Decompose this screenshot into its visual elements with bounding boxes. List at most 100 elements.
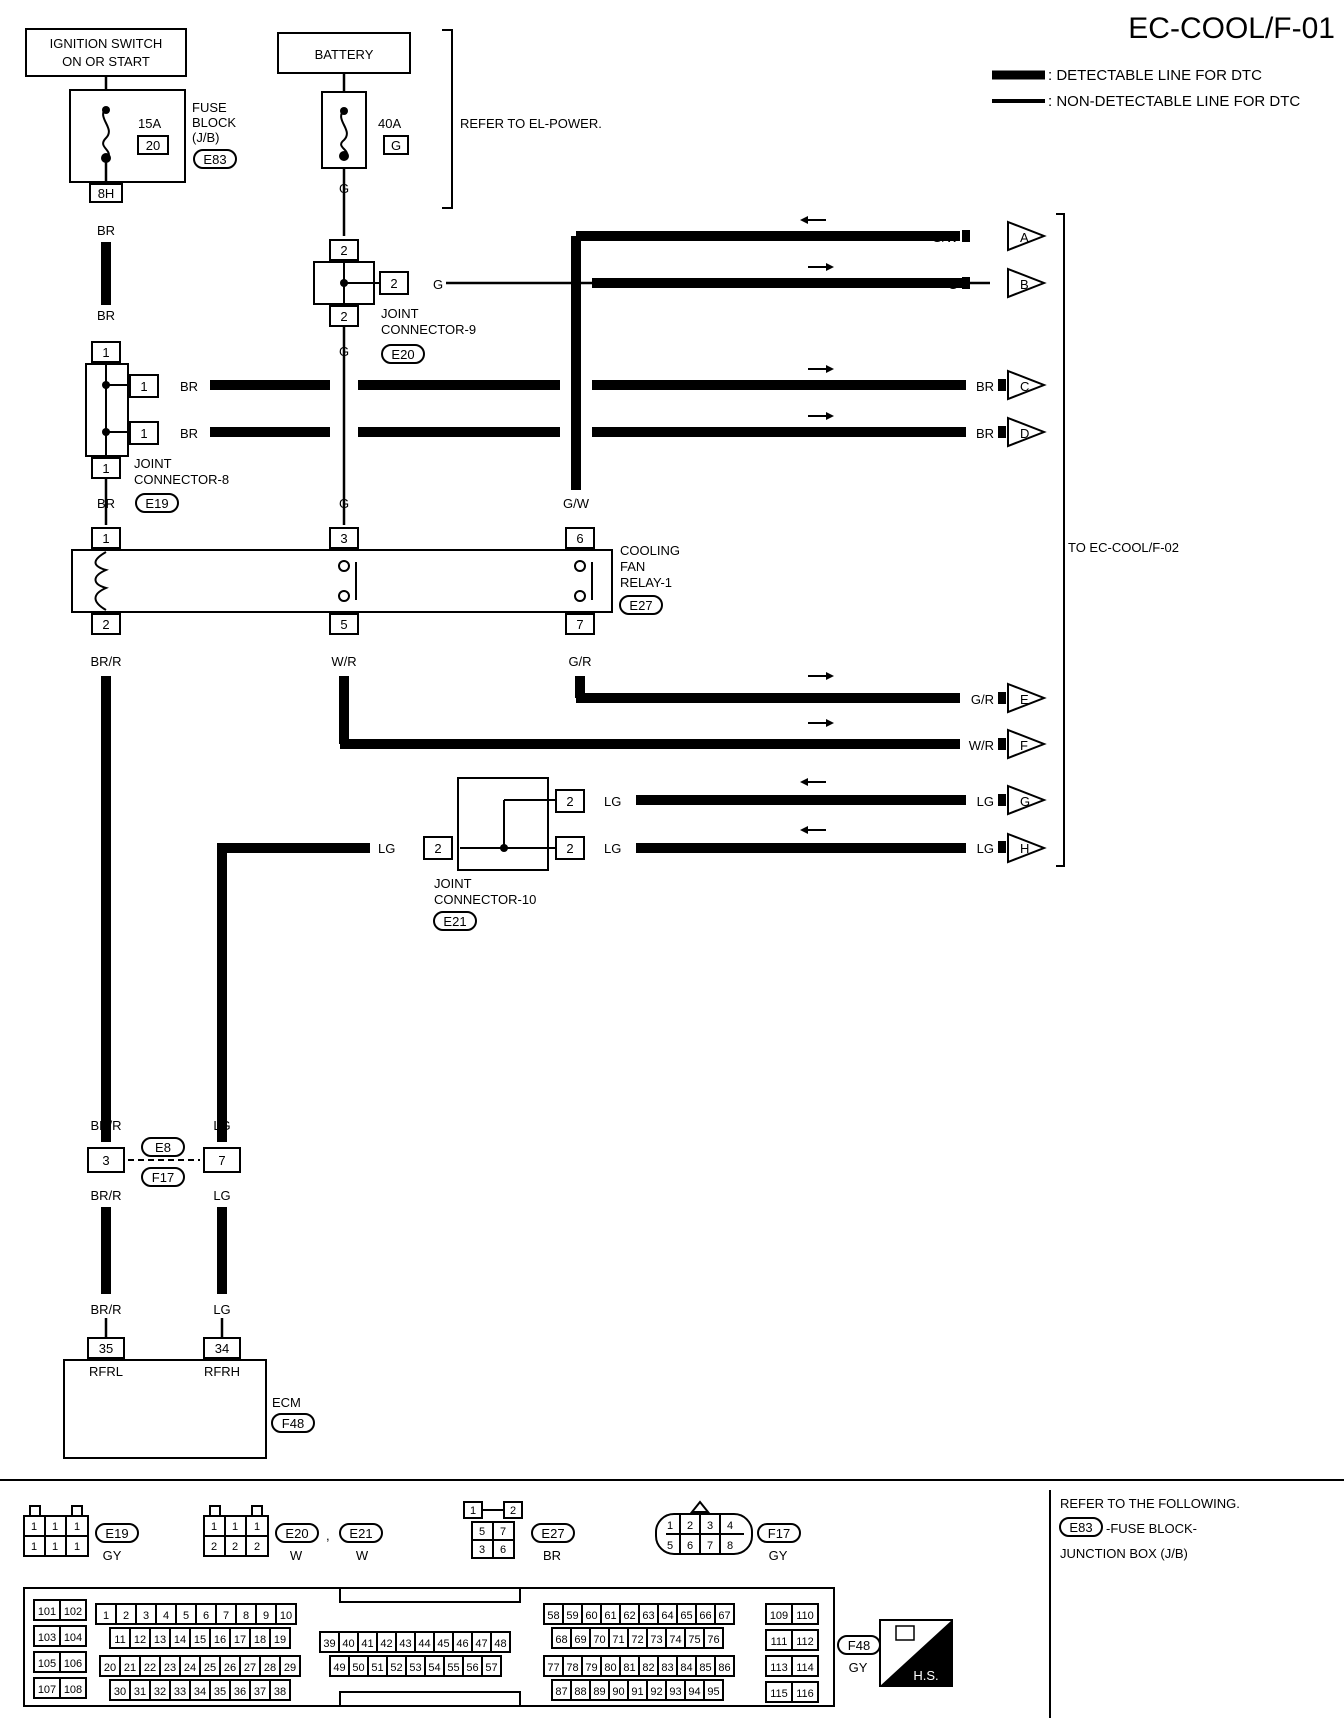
ecm-pin-label: 69 bbox=[574, 1634, 586, 1646]
ecm-pin-cell bbox=[703, 1627, 724, 1649]
wire-label-br: BR bbox=[97, 308, 115, 323]
svg-text:CONNECTOR-10: CONNECTOR-10 bbox=[434, 892, 536, 907]
joint-connector-8: 1 1 1 1 JOINT CONNECTOR-8 E19 bbox=[85, 341, 229, 513]
ecm-pin-label: 9 bbox=[263, 1610, 269, 1622]
svg-text:2: 2 bbox=[434, 841, 441, 856]
svg-text:15A: 15A bbox=[138, 116, 161, 131]
svg-text:8H: 8H bbox=[98, 186, 115, 201]
svg-text:F: F bbox=[1020, 738, 1028, 753]
svg-text:3: 3 bbox=[102, 1153, 109, 1168]
svg-text:JOINT: JOINT bbox=[381, 306, 419, 321]
svg-text:BR/R: BR/R bbox=[90, 1188, 121, 1203]
svg-text:C: C bbox=[1020, 379, 1029, 394]
joint-connector-9: 2 2 2 JOINT CONNECTOR-9 E20 bbox=[313, 239, 476, 364]
ecm-pin-label: 65 bbox=[680, 1610, 692, 1622]
ecm-pin-cell bbox=[791, 1603, 819, 1625]
ecm-pin-label: 104 bbox=[64, 1632, 82, 1644]
svg-text:G/R: G/R bbox=[568, 654, 591, 669]
fuse-block-e83: 15A 20 FUSE BLOCK (J/B) E83 bbox=[69, 89, 237, 183]
ecm-pin-label: 64 bbox=[661, 1610, 673, 1622]
ecm-pin-label: 70 bbox=[593, 1634, 605, 1646]
ecm-pin-label: 3 bbox=[143, 1610, 149, 1622]
ecm-pin-label: 42 bbox=[380, 1638, 392, 1650]
relay-coil-icon bbox=[94, 551, 109, 611]
ecm-pin-cell bbox=[714, 1603, 735, 1625]
svg-text:G: G bbox=[1020, 794, 1030, 809]
svg-text:5: 5 bbox=[340, 617, 347, 632]
svg-text:RFRH: RFRH bbox=[204, 1364, 240, 1379]
svg-text:RFRL: RFRL bbox=[89, 1364, 123, 1379]
ecm-pin-label: 78 bbox=[566, 1662, 578, 1674]
ecm-pin-label: 12 bbox=[134, 1634, 146, 1646]
svg-text:CONNECTOR-9: CONNECTOR-9 bbox=[381, 322, 476, 337]
svg-text:D: D bbox=[1020, 426, 1029, 441]
svg-text:1: 1 bbox=[470, 1505, 476, 1517]
refer-el-power: REFER TO EL-POWER. bbox=[460, 116, 602, 131]
ecm-pin-label: 76 bbox=[707, 1634, 719, 1646]
ecm-pin-label: 89 bbox=[593, 1686, 605, 1698]
svg-text:2: 2 bbox=[340, 309, 347, 324]
ecm-pin-label: 1 bbox=[103, 1610, 109, 1622]
ecm-pin-label: 94 bbox=[688, 1686, 700, 1698]
ignition-switch-box: IGNITION SWITCH ON OR START bbox=[25, 28, 187, 77]
ecm-pin-cell bbox=[791, 1629, 819, 1651]
ecm-pin-cell bbox=[791, 1681, 819, 1703]
ecm-pin-label: 115 bbox=[770, 1688, 788, 1700]
ecm-pin-label: 20 bbox=[104, 1662, 116, 1674]
refer-to-following: REFER TO THE FOLLOWING. E83 -FUSE BLOCK-… bbox=[1059, 1496, 1240, 1561]
svg-text:7: 7 bbox=[576, 617, 583, 632]
ecm-pin-label: 35 bbox=[214, 1686, 226, 1698]
ecm-pin-label: 33 bbox=[174, 1686, 186, 1698]
svg-text:3: 3 bbox=[340, 531, 347, 546]
svg-text:LG: LG bbox=[378, 841, 395, 856]
ecm-pin-label: 86 bbox=[718, 1662, 730, 1674]
svg-text:LG: LG bbox=[213, 1302, 230, 1317]
hs-badge: H.S. bbox=[879, 1619, 953, 1687]
svg-text:JUNCTION BOX (J/B): JUNCTION BOX (J/B) bbox=[1060, 1546, 1188, 1561]
ecm-pin-label: 30 bbox=[114, 1686, 126, 1698]
ecm-pin-label: 92 bbox=[650, 1686, 662, 1698]
svg-text:REFER TO THE FOLLOWING.: REFER TO THE FOLLOWING. bbox=[1060, 1496, 1240, 1511]
ecm-pin-label: 38 bbox=[274, 1686, 286, 1698]
ecm-pin-label: 51 bbox=[371, 1662, 383, 1674]
ecm-pin-label: 5 bbox=[183, 1610, 189, 1622]
ecm-pin-label: 27 bbox=[244, 1662, 256, 1674]
svg-text:LG: LG bbox=[213, 1118, 230, 1133]
svg-text:1: 1 bbox=[232, 1521, 238, 1533]
svg-text:LG: LG bbox=[213, 1188, 230, 1203]
ecm-pin-label: 113 bbox=[770, 1662, 788, 1674]
svg-text:W/R: W/R bbox=[969, 738, 994, 753]
svg-text:RELAY-1: RELAY-1 bbox=[620, 575, 672, 590]
ecm-pin-label: 95 bbox=[707, 1686, 719, 1698]
page-title: EC-COOL/F-01 bbox=[1128, 12, 1335, 45]
svg-text:G: G bbox=[339, 344, 349, 359]
svg-text:W: W bbox=[290, 1548, 303, 1563]
svg-text:F17: F17 bbox=[152, 1170, 174, 1185]
ecm-pin-label: 34 bbox=[194, 1686, 206, 1698]
ecm-pin-label: 62 bbox=[623, 1610, 635, 1622]
ecm-pin-cell bbox=[714, 1655, 735, 1677]
svg-text:LG: LG bbox=[977, 794, 994, 809]
ecm-pin-label: 29 bbox=[284, 1662, 296, 1674]
svg-text:G/R: G/R bbox=[971, 692, 994, 707]
svg-text:F48: F48 bbox=[282, 1416, 304, 1431]
svg-text:E27: E27 bbox=[541, 1526, 564, 1541]
ecm-pin-cell bbox=[481, 1655, 502, 1677]
to-next-bracket bbox=[1056, 213, 1065, 867]
to-ec-cool-f-02: TO EC-COOL/F-02 bbox=[1068, 540, 1179, 555]
legend-detectable: : DETECTABLE LINE FOR DTC bbox=[1048, 67, 1262, 84]
power-bracket bbox=[442, 29, 453, 209]
svg-text:1: 1 bbox=[254, 1521, 260, 1533]
ecm-pin-label: 91 bbox=[631, 1686, 643, 1698]
ecm-pin-label: 39 bbox=[323, 1638, 335, 1650]
ecm-pin-label: 106 bbox=[64, 1658, 82, 1670]
svg-text:F17: F17 bbox=[768, 1526, 790, 1541]
flow-arrows bbox=[800, 216, 834, 834]
svg-text:E20: E20 bbox=[391, 347, 414, 362]
ecm-pin-cell bbox=[703, 1679, 724, 1701]
svg-text:BR/R: BR/R bbox=[90, 654, 121, 669]
ecm-pin-cell bbox=[59, 1599, 87, 1621]
ecm-pin-label: 55 bbox=[447, 1662, 459, 1674]
svg-text:40A: 40A bbox=[378, 116, 401, 131]
ecm-pin-label: 22 bbox=[144, 1662, 156, 1674]
